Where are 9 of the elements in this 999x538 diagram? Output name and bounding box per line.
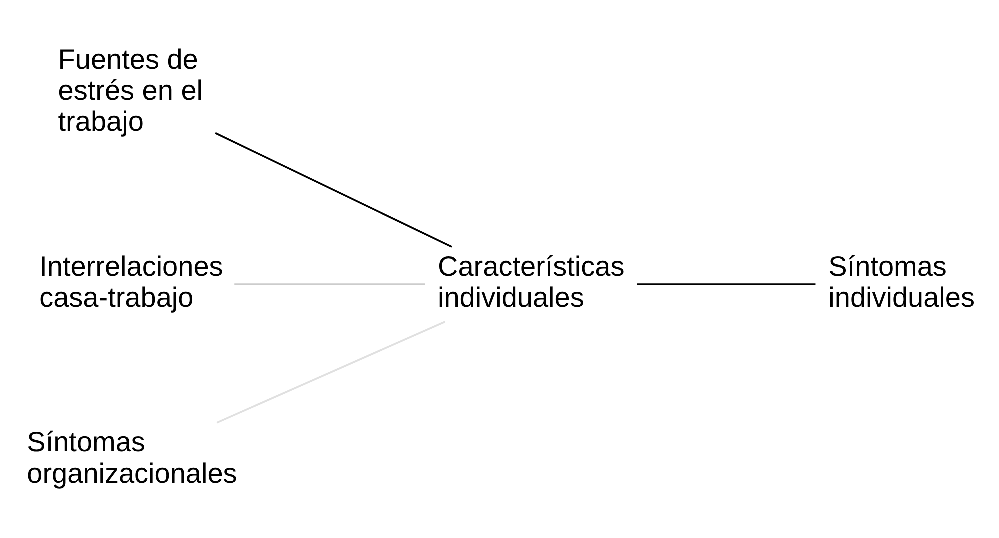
- node-text: Síntomas individuales: [828, 250, 975, 313]
- node-text: Interrelaciones casa-trabajo: [40, 250, 224, 313]
- node-text: Síntomas organizacionales: [27, 426, 238, 489]
- node-text: Características individuales: [438, 250, 625, 313]
- connector: [215, 132, 452, 248]
- connector: [234, 284, 426, 286]
- node-text: Fuentes de estrés en el trabajo: [58, 44, 204, 138]
- connector: [216, 321, 446, 424]
- connector: [637, 284, 816, 286]
